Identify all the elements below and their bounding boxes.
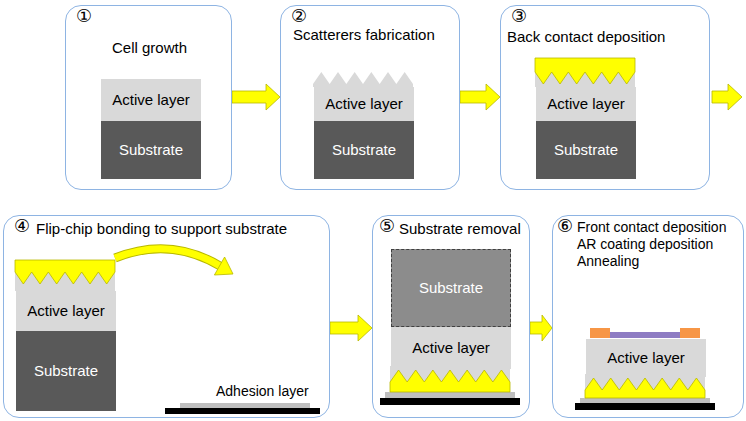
step-number: ④ <box>14 216 30 238</box>
active-layer: Active layer <box>314 87 414 121</box>
removed-substrate: Substrate <box>391 249 511 327</box>
adhesion-layer <box>580 398 710 403</box>
back-contact <box>585 378 705 398</box>
flow-arrow <box>232 84 280 110</box>
back-contact <box>535 58 635 84</box>
front-contact <box>590 328 610 338</box>
flip-arrow <box>115 249 220 266</box>
step-title: Cell growth <box>66 39 233 57</box>
layer-label: Active layer <box>412 339 490 357</box>
step-number: ⑤ <box>379 216 395 238</box>
flow-arrow <box>330 315 372 341</box>
active-layer: Active layer <box>586 339 706 377</box>
adhesion-layer <box>385 392 515 398</box>
layer-label: Active layer <box>325 95 403 113</box>
flow-arrow <box>460 84 500 110</box>
flow-arrow <box>530 315 552 341</box>
step-panel: SubstrateActive layer ⑤Substrate removal <box>372 215 530 418</box>
part-label: Adhesion layer <box>216 383 309 400</box>
active-layer: Active layer <box>391 327 511 369</box>
scatterer-texture <box>313 72 413 87</box>
substrate: Substrate <box>536 121 636 179</box>
step-title: Front contact deposition <box>577 219 726 236</box>
substrate: Substrate <box>16 331 116 411</box>
step-title: AR coating deposition <box>577 236 713 253</box>
layer-label: Substrate <box>332 141 396 159</box>
back-contact <box>15 260 115 284</box>
back-contact <box>390 370 510 392</box>
ar-coating <box>610 332 680 338</box>
layer-label: Substrate <box>554 141 618 159</box>
layer-label: Substrate <box>34 362 98 380</box>
step-number: ③ <box>511 6 527 28</box>
active-layer: Active layer <box>101 79 201 121</box>
support-substrate <box>165 408 320 414</box>
step-panel: Active layer ⑥Front contact depositionAR … <box>552 215 744 418</box>
flow-arrow <box>712 84 742 110</box>
support-substrate <box>575 403 715 410</box>
flip-arrow-outline <box>115 249 220 266</box>
support-substrate <box>380 398 520 405</box>
step-number: ② <box>291 6 307 28</box>
front-contact <box>680 328 700 338</box>
substrate: Substrate <box>314 121 414 179</box>
step-title: Scatterers fabrication <box>293 26 435 44</box>
step-title: Annealing <box>577 253 639 270</box>
step-title: Back contact deposition <box>507 28 665 46</box>
active-layer: Active layer <box>536 87 636 121</box>
adhesion-layer <box>180 403 310 408</box>
layer-label: Active layer <box>607 349 685 367</box>
step-panel: Active layerSubstrate ②Scatterers fabrica… <box>280 5 460 190</box>
step-panel: Active layerSubstrate ③Back contact depos… <box>500 5 710 190</box>
step-number: ① <box>76 6 92 28</box>
layer-label: Active layer <box>547 95 625 113</box>
layer-label: Active layer <box>27 302 105 320</box>
layer-label: Substrate <box>419 279 483 297</box>
step-panel: Active layerSubstrate ① Cell growth <box>65 5 232 190</box>
step-title: Substrate removal <box>399 220 521 238</box>
layer-label: Active layer <box>112 91 190 109</box>
active-layer: Active layer <box>16 291 116 331</box>
substrate: Substrate <box>101 121 201 179</box>
layer-label: Substrate <box>119 141 183 159</box>
step-number: ⑥ <box>557 216 573 238</box>
flip-arrow-head <box>214 257 233 275</box>
step-title: Flip-chip bonding to support substrate <box>36 220 287 238</box>
